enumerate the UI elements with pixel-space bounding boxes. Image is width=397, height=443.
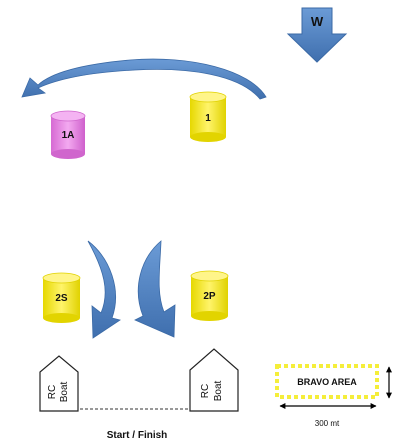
buoy-2s: 2S <box>42 272 81 323</box>
rc-boat-right-line1: RC <box>200 384 211 398</box>
rc-boat-left-line2: Boat <box>59 381 70 402</box>
wind-label: W <box>311 14 324 29</box>
wind-arrow: W <box>286 7 348 63</box>
rc-boat-right: RC Boat <box>189 348 239 412</box>
buoy-2p: 2P <box>190 270 229 321</box>
buoy-2s-label: 2S <box>55 293 68 304</box>
buoy-1-label: 1 <box>205 113 211 124</box>
rc-boat-left-line1: RC <box>47 385 58 399</box>
right-gate-arrow <box>134 240 176 338</box>
buoy-1: 1 <box>189 91 227 142</box>
buoy-1a: 1A <box>50 110 86 159</box>
bravo-area-label: BRAVO AREA <box>297 377 357 387</box>
left-gate-arrow <box>87 240 121 339</box>
rc-boat-right-line2: Boat <box>213 380 224 401</box>
bravo-area: BRAVO AREA <box>275 364 379 399</box>
start-finish-label: Start / Finish <box>107 430 168 441</box>
buoy-2p-label: 2P <box>203 291 216 302</box>
area-width-label: 300 mt <box>315 419 340 428</box>
buoy-1a-label: 1A <box>62 130 75 141</box>
rc-boat-left: RC Boat <box>39 355 79 412</box>
top-course-arrow <box>21 58 267 100</box>
